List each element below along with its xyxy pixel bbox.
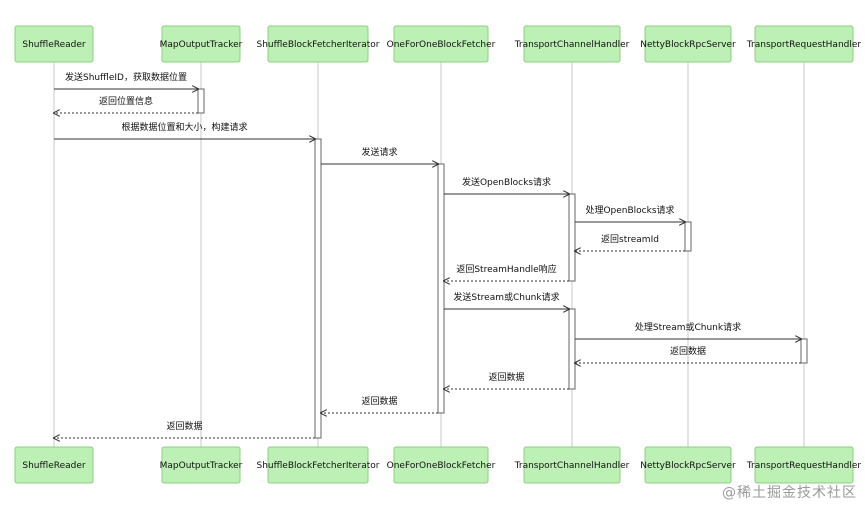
activation-bar [568,308,576,390]
message-label: 返回数据 [488,371,524,383]
participant-label: ShuffleBlockFetcherIterator [256,461,379,471]
participant-rect [267,446,369,484]
participant-box-top: ShuffleReader [14,25,94,63]
message-label: 返回位置信息 [99,95,153,107]
participant-rect [14,25,94,63]
message: 返回数据 [444,371,569,389]
participant-label: TransportRequestHandler [746,461,862,471]
message-label: 根据数据位置和大小，构建请求 [121,121,247,133]
watermark: @稀土掘金技术社区 [722,485,857,501]
participant-label: MapOutputTracker [160,40,243,50]
message: 返回数据 [321,395,438,413]
participant-rect [393,25,489,63]
participant-rect [644,25,732,63]
message-label: 发送OpenBlocks请求 [462,176,551,188]
activation-bar [684,221,692,252]
message: 处理Stream或Chunk请求 [575,321,801,339]
participant-label: MapOutputTracker [160,461,243,471]
message-label: 发送Stream或Chunk请求 [453,291,559,303]
message: 返回数据 [575,345,801,363]
message: 返回streamId [575,233,685,251]
participant-rect [754,446,854,484]
activation-bar [314,138,322,439]
message-label: 返回数据 [166,420,202,432]
participant-rect [644,446,732,484]
activation-bar [197,88,205,114]
participant-rect [754,25,854,63]
message-label: 发送请求 [361,146,397,158]
participant-rect [393,446,489,484]
participant-rect [523,446,621,484]
participant-box-top: MapOutputTracker [160,25,243,63]
participant-label: OneForOneBlockFetcher [387,40,496,50]
participant-box-top: OneForOneBlockFetcher [387,25,496,63]
activation-bar [800,338,808,364]
participant-box-top: TransportChannelHandler [514,25,630,63]
participant-box-top: NettyBlockRpcServer [640,25,736,63]
message: 发送ShuffleID，获取数据位置 [54,71,198,89]
participant-label: ShuffleReader [22,40,86,50]
participant-rect [14,446,94,484]
participant-label: TransportRequestHandler [746,40,862,50]
message-label: 返回数据 [361,395,397,407]
participant-label: TransportChannelHandler [514,461,630,471]
participant-label: ShuffleBlockFetcherIterator [256,40,379,50]
message: 返回数据 [54,420,315,438]
participant-box-bottom: TransportChannelHandler [514,446,630,484]
participant-label: OneForOneBlockFetcher [387,461,496,471]
participant-box-top: TransportRequestHandler [746,25,862,63]
participant-rect [161,446,241,484]
participant-label: NettyBlockRpcServer [640,461,736,471]
activation-bar [437,163,445,414]
participant-label: NettyBlockRpcServer [640,40,736,50]
message: 返回位置信息 [54,95,198,113]
participant-box-bottom: MapOutputTracker [160,446,243,484]
message: 发送OpenBlocks请求 [444,176,569,194]
participant-label: ShuffleReader [22,461,86,471]
message-label: 返回数据 [670,345,706,357]
participant-box-bottom: ShuffleBlockFetcherIterator [256,446,380,484]
participant-label: TransportChannelHandler [514,40,630,50]
message-label: 返回StreamHandle响应 [456,263,556,275]
message-label: 处理OpenBlocks请求 [585,204,674,216]
message-label: 处理Stream或Chunk请求 [635,321,741,333]
participant-rect [523,25,621,63]
message-label: 返回streamId [601,233,659,245]
participant-box-bottom: NettyBlockRpcServer [640,446,736,484]
participant-box-bottom: TransportRequestHandler [746,446,862,484]
activation-bar [568,193,576,282]
message-label: 发送ShuffleID，获取数据位置 [65,71,187,83]
message: 返回StreamHandle响应 [444,263,569,281]
message: 发送请求 [321,146,438,164]
participant-box-bottom: ShuffleReader [14,446,94,484]
participant-box-top: ShuffleBlockFetcherIterator [256,25,380,63]
message: 处理OpenBlocks请求 [575,204,685,222]
participant-box-bottom: OneForOneBlockFetcher [387,446,496,484]
participant-rect [161,25,241,63]
message: 根据数据位置和大小，构建请求 [54,121,315,139]
participant-rect [267,25,369,63]
message: 发送Stream或Chunk请求 [444,291,569,309]
